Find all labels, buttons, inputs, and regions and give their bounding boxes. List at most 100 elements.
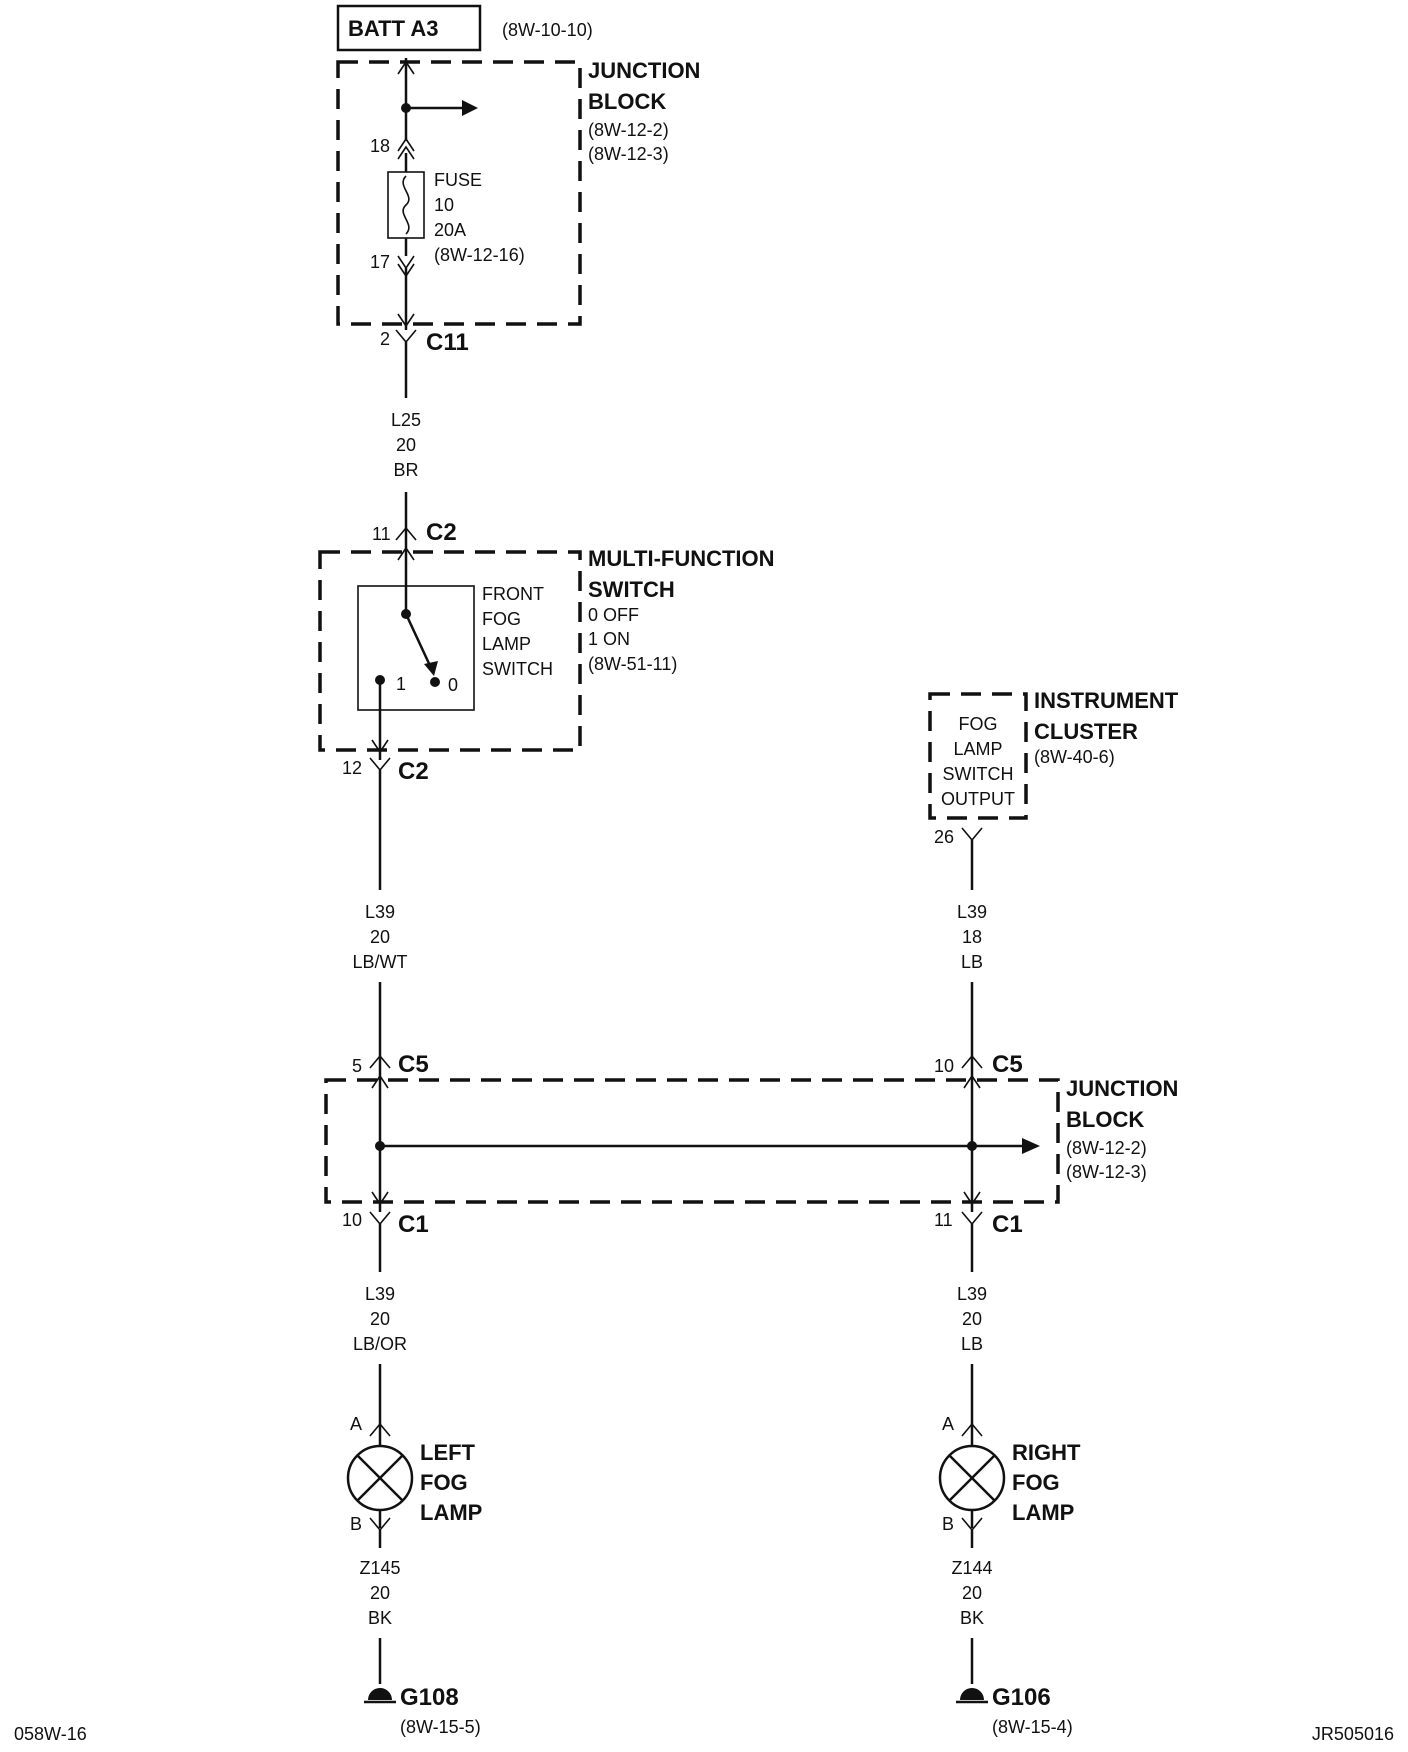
wire-z144-circuit: Z144 — [951, 1558, 992, 1578]
left-lamp-pin-a: A — [350, 1414, 362, 1434]
cluster-ref: (8W-40-6) — [1034, 747, 1115, 767]
junction-block-bottom-outline — [324, 1078, 1060, 1204]
fuse-line1: FUSE — [434, 170, 482, 190]
c11-name: C11 — [426, 329, 469, 356]
fuse-pin-bottom: 17 — [370, 252, 390, 272]
wire-l39-lbwt-gauge: 20 — [370, 927, 390, 947]
cluster-box-l1: FOG — [959, 714, 998, 734]
entry-arrow — [397, 60, 415, 75]
wire-l39-lb18-circuit: L39 — [957, 902, 987, 922]
cluster-box-l3: SWITCH — [943, 764, 1014, 784]
jb-pin-left-out: 10 — [342, 1210, 362, 1230]
wire-z145-color: BK — [368, 1608, 392, 1628]
cluster-box-l4: OUTPUT — [941, 789, 1015, 809]
switch-l3: LAMP — [482, 634, 531, 654]
mfs-pin-in: 11 — [372, 524, 391, 544]
wire-l25-color: BR — [393, 460, 418, 480]
switch-blade-arrow — [424, 661, 438, 676]
wire-z145-gauge: 20 — [370, 1583, 390, 1603]
wire-l39-lb20-color: LB — [961, 1334, 983, 1354]
junction-top-name2: BLOCK — [588, 89, 666, 114]
mfs-name1: MULTI-FUNCTION — [588, 546, 775, 571]
junction-top-name1: JUNCTION — [588, 58, 700, 83]
wire-l39-lb20-circuit: L39 — [957, 1284, 987, 1304]
wire-l39-lbwt-circuit: L39 — [365, 902, 395, 922]
wire-l25-gauge: 20 — [396, 435, 416, 455]
exit-arrow-top — [397, 313, 415, 328]
jb-conn-out-left: C1 — [398, 1211, 429, 1238]
wire-l39-lbor-circuit: L39 — [365, 1284, 395, 1304]
fog-lamp-switch-box — [357, 585, 475, 711]
junction-top-ref2: (8W-12-3) — [588, 144, 669, 164]
jb-conn-in-left: C5 — [398, 1051, 429, 1078]
left-lamp-name1: LEFT — [420, 1440, 476, 1465]
left-fog-lamp-icon — [346, 1444, 414, 1512]
junction-top-ref1: (8W-12-2) — [588, 120, 669, 140]
left-lamp-name2: FOG — [420, 1470, 468, 1495]
jb-right-entry-arrow — [963, 1074, 981, 1089]
fuse-line2: 10 — [434, 195, 454, 215]
right-lamp-name3: LAMP — [1012, 1500, 1074, 1525]
ground-g106-icon — [956, 1688, 988, 1704]
junction-bottom-name1: JUNCTION — [1066, 1076, 1178, 1101]
cluster-name1: INSTRUMENT — [1034, 688, 1179, 713]
jb-pin-right-out: 11 — [934, 1210, 953, 1230]
ground-right-ref: (8W-15-4) — [992, 1717, 1073, 1737]
junction-block-top-outline — [336, 60, 582, 326]
right-lamp-pin-a: A — [942, 1414, 954, 1434]
wire-z145-circuit: Z145 — [359, 1558, 400, 1578]
batt-box — [336, 4, 482, 52]
mfs-exit-arrow — [371, 739, 389, 754]
mfs-entry-arrow — [397, 546, 415, 561]
c5-left-connector-symbol — [369, 1054, 391, 1069]
mfs-pin-out: 12 — [342, 758, 362, 778]
switch-pos1: 1 — [396, 674, 406, 694]
mfs-conn-out: C2 — [398, 758, 429, 785]
switch-contact-0 — [430, 677, 440, 687]
jb-pin-right-in: 10 — [934, 1056, 954, 1076]
wire-l39-lbor-gauge: 20 — [370, 1309, 390, 1329]
wire-l39-lb18-gauge: 18 — [962, 927, 982, 947]
right-lamp-name2: FOG — [1012, 1470, 1060, 1495]
c5-right-connector-symbol — [961, 1054, 983, 1069]
mfs-ref: (8W-51-11) — [588, 654, 677, 674]
wire-l39-lbwt-color: LB/WT — [352, 952, 407, 972]
fuse-pin-top: 18 — [370, 136, 390, 156]
cluster-name2: CLUSTER — [1034, 719, 1138, 744]
switch-l2: FOG — [482, 609, 521, 629]
mfs-state1: 1 ON — [588, 629, 630, 649]
cluster-box-l2: LAMP — [953, 739, 1002, 759]
footer-right: JR505016 — [1312, 1724, 1394, 1744]
wire-l39-lbor-color: LB/OR — [353, 1334, 407, 1354]
fuse-line4: (8W-12-16) — [434, 245, 525, 265]
jb-conn-out-right: C1 — [992, 1211, 1023, 1238]
right-fog-lamp-icon — [938, 1444, 1006, 1512]
wire-l39-lb20-gauge: 20 — [962, 1309, 982, 1329]
junction-bottom-name2: BLOCK — [1066, 1107, 1144, 1132]
c11-pin: 2 — [380, 329, 390, 349]
ground-g108-icon — [364, 1688, 396, 1704]
left-lamp-name3: LAMP — [420, 1500, 482, 1525]
wire-l25-circuit: L25 — [391, 410, 421, 430]
mfs-conn-in: C2 — [426, 519, 457, 546]
cluster-connector-symbol — [961, 827, 983, 842]
ground-left-name: G108 — [400, 1684, 459, 1711]
fuse-element — [402, 175, 410, 235]
switch-pos0: 0 — [448, 675, 458, 695]
left-lamp-pin-b: B — [350, 1514, 362, 1534]
switch-blade — [404, 613, 434, 671]
ground-left-ref: (8W-15-5) — [400, 1717, 481, 1737]
jb-conn-in-right: C5 — [992, 1051, 1023, 1078]
batt-ref: (8W-10-10) — [502, 20, 593, 40]
wire-l39-lb18-color: LB — [961, 952, 983, 972]
right-lamp-name1: RIGHT — [1012, 1440, 1081, 1465]
jb-right-exit-arrow — [963, 1191, 981, 1206]
junction-bottom-ref2: (8W-12-3) — [1066, 1162, 1147, 1182]
cluster-pin: 26 — [934, 827, 954, 847]
right-lamp-pin-b: B — [942, 1514, 954, 1534]
jb-left-entry-arrow — [371, 1074, 389, 1089]
arrow-right-top — [462, 100, 478, 116]
mfs-state0: 0 OFF — [588, 605, 639, 625]
switch-l4: SWITCH — [482, 659, 553, 679]
